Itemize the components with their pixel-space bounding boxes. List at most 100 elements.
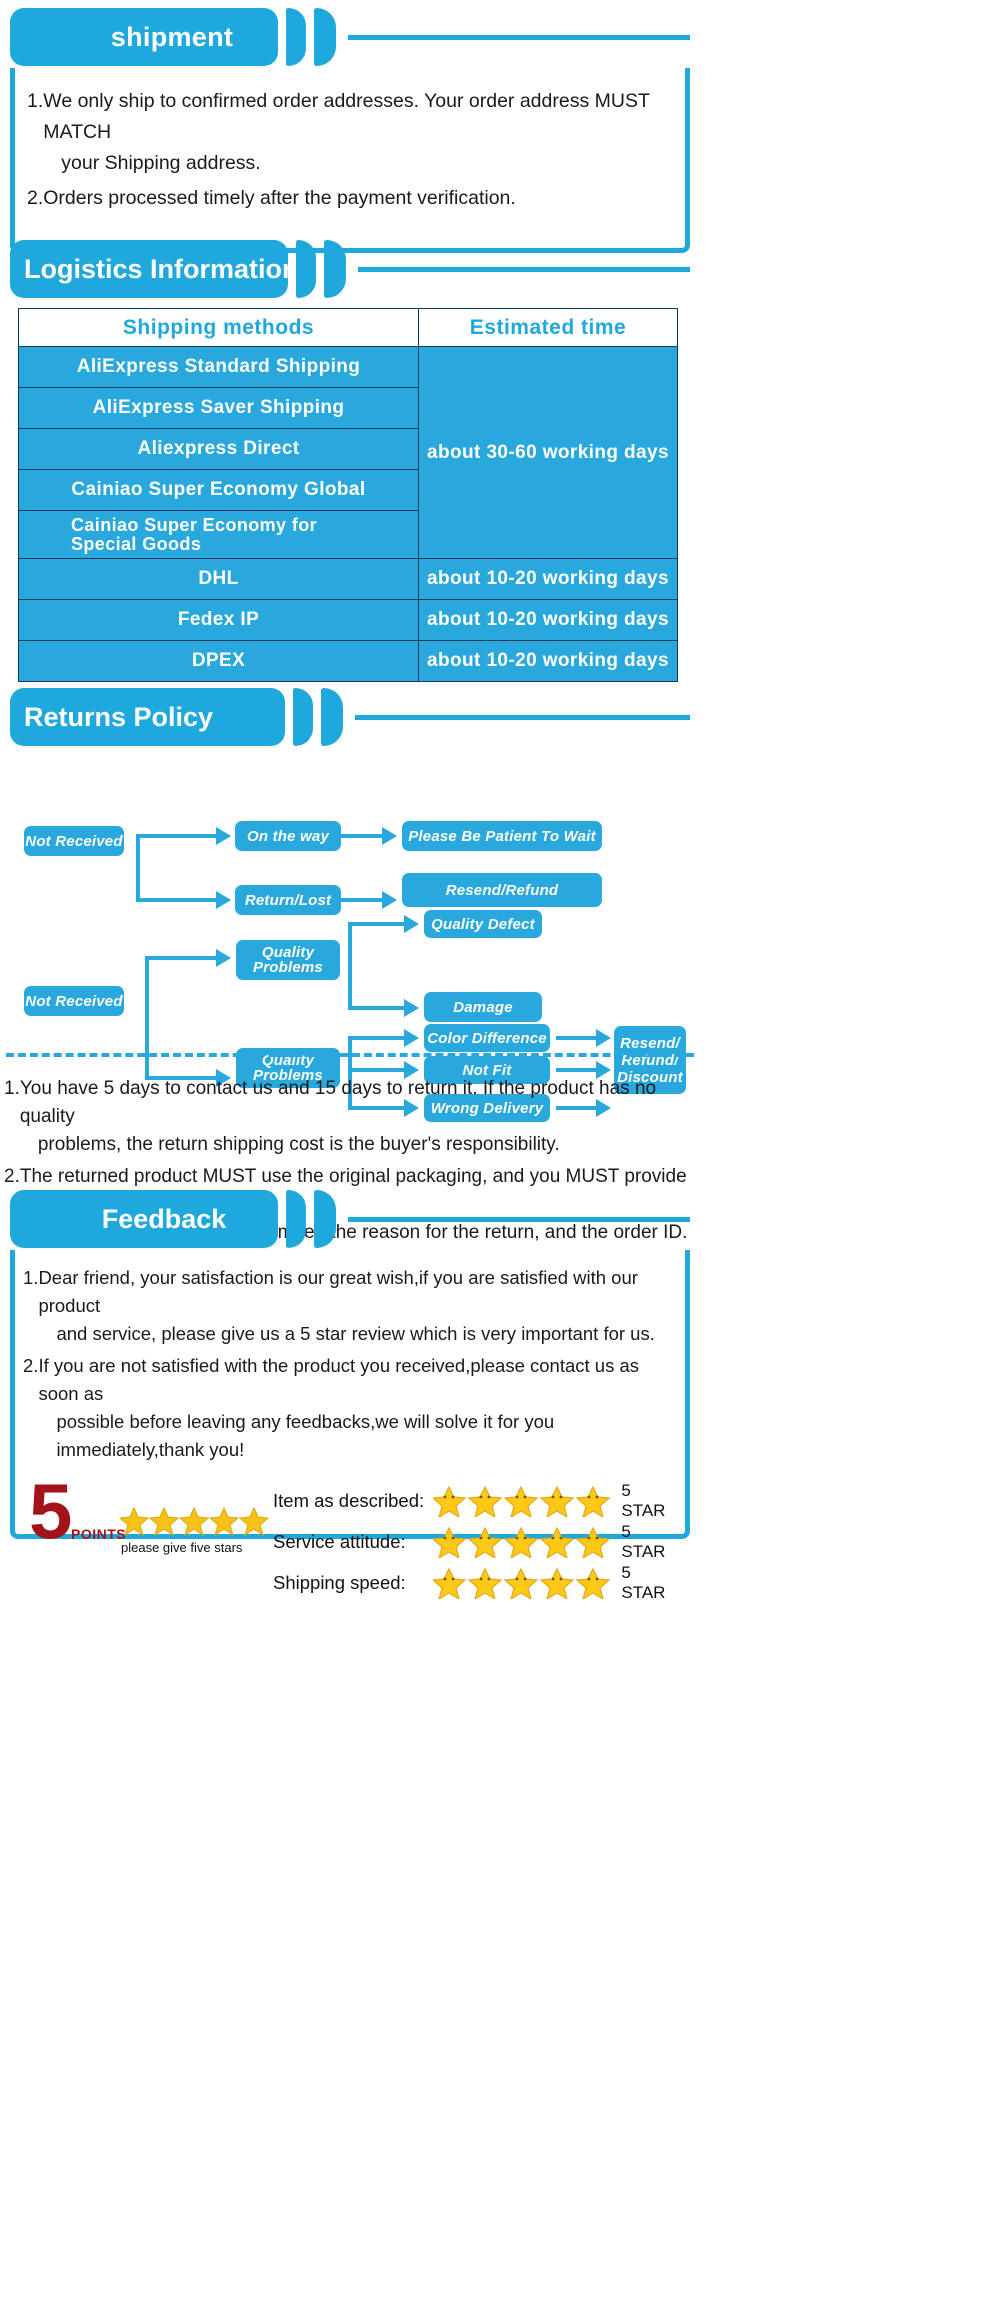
rating-label: Item as described:: [273, 1489, 425, 1511]
star-rating-icon: [433, 1567, 611, 1599]
flow-line-vertical: [348, 1036, 352, 1110]
shipment-headline-rule: [348, 8, 690, 66]
cell-method: DPEX: [18, 640, 419, 682]
flow-line-horizontal: [136, 898, 216, 902]
feedback-list: 1. Dear friend, your satisfaction is our…: [23, 1264, 677, 1464]
flow-arrow-icon: [382, 827, 397, 845]
list-number: 1.: [23, 1267, 39, 1288]
cell-method: Cainiao Super Economy Global: [18, 469, 419, 511]
table-row: DPEX about 10-20 working days: [18, 640, 678, 682]
flow-line-horizontal: [348, 1106, 406, 1110]
feedback-headline-rule: [348, 1190, 690, 1248]
tab-pip-one-icon: [286, 1190, 306, 1248]
shipment-header: shipment: [10, 8, 690, 74]
list-line-1: You have 5 days to contact us and 15 day…: [19, 1078, 657, 1127]
logistics-header: Logistics Information: [10, 240, 690, 306]
flow-arrow-icon: [596, 1099, 611, 1117]
flow-arrow-icon: [404, 1061, 419, 1079]
list-number: 2.: [27, 187, 44, 209]
shipment-title: shipment: [110, 21, 234, 52]
list-line-2: and service, please give us a 5 star rev…: [56, 1323, 655, 1344]
flow-line-horizontal: [348, 1068, 406, 1072]
list-text: You have 5 days to contact us and 15 day…: [20, 1075, 696, 1159]
list-line-2: your Shipping address.: [61, 152, 261, 174]
flow-arrow-icon: [216, 827, 231, 845]
cell-method: Cainiao Super Economy for Special Goods: [18, 510, 419, 559]
flow-line-vertical: [348, 922, 352, 1010]
list-number: 1.: [27, 90, 44, 112]
rating-row: Item as described:: [273, 1480, 677, 1521]
list-line-2: possible before leaving any feedbacks,we…: [56, 1411, 555, 1460]
rating-rows: Item as described:: [273, 1478, 677, 1603]
flow-damage: Damage: [424, 992, 542, 1022]
list-number: 2.: [23, 1355, 39, 1376]
list-item: 2. Orders processed timely after the pay…: [27, 183, 675, 214]
returns-headline-rule: [355, 688, 690, 746]
cell-time-group-1: about 30-60 working days: [418, 346, 678, 559]
rating-label: Service attitude:: [273, 1530, 406, 1552]
flow-wrong-delivery: Wrong Delivery: [424, 1094, 550, 1122]
flow-line-horizontal: [341, 898, 389, 902]
cell-method: Aliexpress Direct: [18, 428, 419, 470]
table-header-row: Shipping methods Estimated time: [18, 308, 678, 347]
list-line-1: If you are not satisfied with the produc…: [38, 1355, 640, 1404]
flow-line-horizontal: [136, 834, 216, 838]
feedback-header: Feedback: [10, 1190, 690, 1256]
shipment-body: 1. We only ship to confirmed order addre…: [10, 68, 690, 253]
flow-on-the-way: On the way: [235, 821, 341, 851]
flow-arrow-icon: [404, 1029, 419, 1047]
flow-arrow-icon: [382, 891, 397, 909]
flow-line-horizontal: [145, 956, 217, 960]
table-row: DHL about 10-20 working days: [18, 558, 678, 600]
rating-label: Shipping speed:: [273, 1571, 406, 1593]
list-item: 1. You have 5 days to contact us and 15 …: [4, 1075, 696, 1159]
returns-section: Returns Policy Not Received On the way P…: [10, 688, 690, 1122]
table-row: AliExpress Standard Shipping about 30-60…: [18, 346, 678, 559]
returns-header: Returns Policy: [10, 688, 690, 754]
flow-resend-refund: Resend/Refund: [402, 873, 602, 907]
flow-quality-defect: Quality Defect: [424, 910, 542, 938]
rating-row: Service attitude:: [273, 1521, 677, 1562]
returns-flowchart: Not Received On the way Please Be Patien…: [10, 760, 690, 1122]
list-item: 2. If you are not satisfied with the pro…: [23, 1352, 677, 1464]
cell-method: AliExpress Saver Shipping: [18, 387, 419, 429]
flow-line-horizontal: [348, 922, 406, 926]
logistics-title: Logistics Information: [24, 253, 299, 284]
badge-star-row: [118, 1506, 270, 1541]
star-rating-icon: [433, 1526, 611, 1558]
rating-tail: 5 STAR: [621, 1521, 666, 1561]
flow-line-horizontal: [348, 1006, 406, 1010]
flow-not-received-2: Not Received: [24, 986, 124, 1016]
list-line-2: problems, the return shipping cost is th…: [37, 1134, 560, 1155]
badge-caption: please give five stars: [121, 1540, 243, 1555]
tab-pip-one-icon: [286, 8, 306, 66]
list-text: Dear friend, your satisfaction is our gr…: [38, 1264, 677, 1348]
tab-pip-two-icon: [314, 1190, 336, 1248]
star-group-icon: [118, 1506, 270, 1537]
returns-title: Returns Policy: [24, 701, 214, 732]
section-divider: [6, 1053, 694, 1057]
flow-line-horizontal: [145, 1076, 217, 1080]
flow-arrow-icon: [216, 949, 231, 967]
cell-method: Fedex IP: [18, 599, 419, 641]
table-row: Cainiao Super Economy for Special Goods: [18, 510, 678, 559]
list-line-1: Dear friend, your satisfaction is our gr…: [38, 1267, 638, 1316]
logistics-headline-rule: [358, 240, 690, 298]
flow-return-lost: Return/Lost: [235, 885, 341, 915]
cell-time: about 10-20 working days: [418, 640, 678, 682]
cell-method: AliExpress Standard Shipping: [18, 346, 419, 388]
flow-not-received-1: Not Received: [24, 826, 124, 856]
shipment-section: shipment 1. We only ship to confirmed or…: [10, 8, 690, 253]
list-number: 2.: [4, 1166, 20, 1187]
five-number: 5: [29, 1467, 73, 1555]
flow-not-fit: Not Fit: [424, 1056, 550, 1084]
feedback-body: 1. Dear friend, your satisfaction is our…: [10, 1250, 690, 1602]
tab-pip-two-icon: [321, 688, 343, 746]
col-estimated-time: Estimated time: [418, 308, 678, 347]
star-rating-icon: [433, 1485, 611, 1517]
table-row: Aliexpress Direct: [18, 428, 678, 470]
flow-arrow-icon: [216, 1069, 231, 1087]
shipment-tab: shipment: [10, 8, 278, 66]
flow-quality-problems-1: Quality Problems: [236, 940, 340, 980]
